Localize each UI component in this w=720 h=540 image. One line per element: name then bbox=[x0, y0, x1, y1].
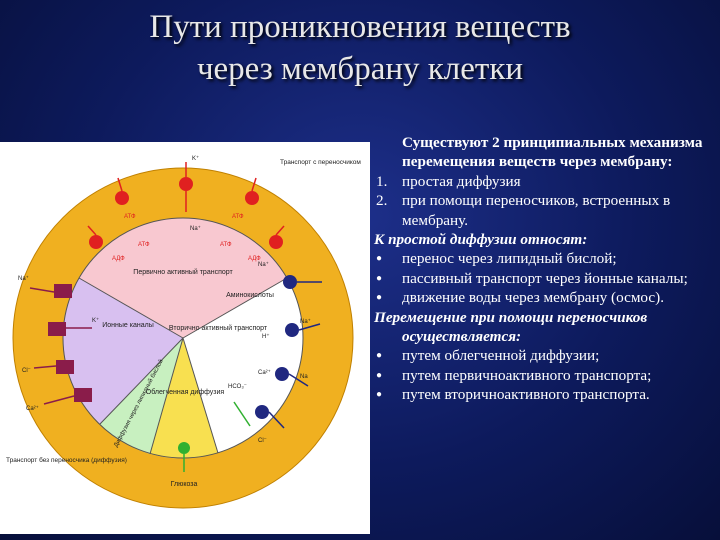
sector-lipid-diffusion bbox=[100, 338, 183, 454]
svg-text:Na: Na bbox=[300, 374, 308, 380]
intro-text: Существуют 2 принципиальных механизма пе… bbox=[402, 134, 703, 171]
label-secondary-active: Вторично активный транспорт bbox=[169, 324, 268, 332]
svg-text:Ca²⁺: Ca²⁺ bbox=[258, 369, 271, 376]
bullet-icon: ● bbox=[376, 253, 383, 265]
label-amino-acids: Аминокислоты bbox=[226, 292, 274, 299]
membrane-transport-diagram: Первично активный транспорт Вторично акт… bbox=[0, 142, 370, 534]
svg-text:Ca²⁺: Ca²⁺ bbox=[26, 405, 39, 412]
label-glucose: Глюкоза bbox=[171, 481, 198, 488]
svg-text:АТФ: АТФ bbox=[138, 242, 150, 248]
svg-text:АТФ: АТФ bbox=[124, 214, 136, 220]
bullet-icon: ● bbox=[376, 272, 383, 284]
svg-text:АТФ: АТФ bbox=[220, 242, 232, 248]
secondary-carriers bbox=[255, 275, 299, 419]
simple-diffusion-header: К простой диффузии относят: bbox=[374, 231, 588, 249]
svg-text:Na⁺: Na⁺ bbox=[190, 225, 201, 232]
svg-text:K⁺: K⁺ bbox=[92, 317, 99, 324]
bullet-item: ● пассивный транспорт через йонные канал… bbox=[376, 269, 688, 287]
svg-text:Na⁺: Na⁺ bbox=[300, 318, 311, 325]
svg-text:K⁺: K⁺ bbox=[192, 155, 199, 162]
title-line-1: Пути проникновения веществ bbox=[149, 9, 571, 45]
bullet-item: ● перенос через липидный бислой; bbox=[376, 250, 617, 268]
sector-primary-active bbox=[183, 217, 287, 338]
facilitated-carriers bbox=[178, 442, 190, 454]
label-no-carrier: Транспорт без переносчика (диффузия) bbox=[6, 456, 127, 464]
atp-pumps bbox=[89, 177, 283, 249]
label-carrier-transport: Транспорт с переносчиком bbox=[280, 159, 361, 166]
bullet-icon: ● bbox=[376, 292, 383, 304]
label-primary-active: Первично активный транспорт bbox=[133, 268, 233, 276]
bullet-icon: ● bbox=[376, 369, 383, 381]
svg-text:Cl⁻: Cl⁻ bbox=[22, 368, 31, 374]
label-ion-channels: Ионные каналы bbox=[102, 322, 154, 329]
sector-ion-channels bbox=[63, 278, 183, 424]
label-facilitated: Облегченная диффузия bbox=[146, 388, 225, 396]
slide-title: Пути проникновения веществ через мембран… bbox=[0, 6, 720, 90]
bullet-item: ● путем первичноактивного транспорта; bbox=[376, 366, 652, 384]
ion-channels bbox=[48, 284, 92, 402]
explanation-text: Существуют 2 принципиальных механизма пе… bbox=[372, 133, 718, 405]
bullet-item: ● путем облегченной диффузии; bbox=[376, 347, 600, 365]
svg-text:HCO₃⁻: HCO₃⁻ bbox=[228, 384, 247, 390]
title-line-2: через мембрану клетки bbox=[196, 51, 524, 87]
bullet-icon: ● bbox=[376, 350, 383, 362]
svg-text:Na⁺: Na⁺ bbox=[258, 261, 269, 268]
sector-primary-active-2 bbox=[79, 217, 183, 338]
svg-text:Cl⁻: Cl⁻ bbox=[258, 438, 267, 444]
svg-text:H⁺: H⁺ bbox=[262, 333, 270, 340]
sector-facilitated bbox=[150, 338, 218, 459]
svg-text:АДФ: АДФ bbox=[248, 256, 261, 262]
numbered-item-1: 1. простая диффузия bbox=[376, 172, 521, 190]
bullet-item: ● путем вторичноактивного транспорта. bbox=[376, 386, 650, 404]
bullet-icon: ● bbox=[376, 389, 383, 401]
carrier-header: Перемещение при помощи переносчиков осущ… bbox=[374, 308, 648, 346]
bullet-item: ● движение воды через мембрану (осмос). bbox=[376, 289, 664, 307]
svg-text:АДФ: АДФ bbox=[112, 256, 125, 262]
svg-text:АТФ: АТФ bbox=[232, 214, 244, 220]
numbered-item-2: 2. при помощи переносчиков, встроенных в… bbox=[376, 192, 671, 229]
svg-text:Na⁺: Na⁺ bbox=[18, 275, 29, 282]
sector-secondary-active bbox=[183, 278, 304, 453]
